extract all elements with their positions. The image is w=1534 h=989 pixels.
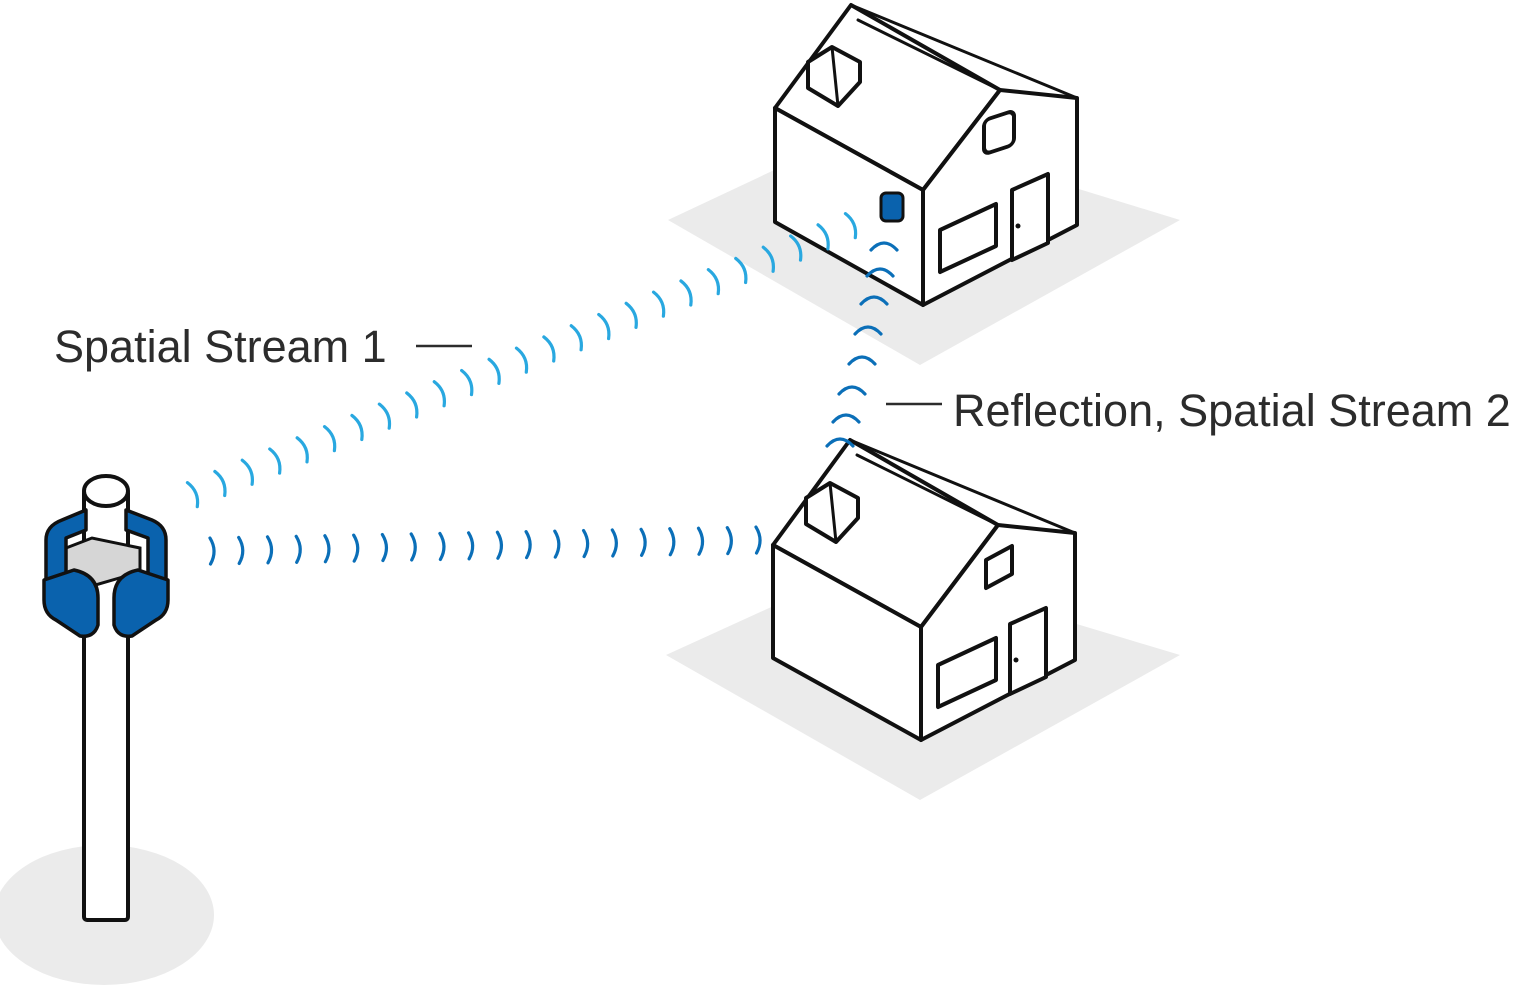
wave-arc (208, 536, 216, 566)
spatial-stream-1-label: Spatial Stream 1 (54, 321, 387, 372)
spatial-stream-2-direct-waves (208, 525, 762, 566)
wave-arc (495, 530, 504, 560)
wave-arc (754, 525, 762, 555)
wave-arc (409, 532, 417, 562)
reflection-spatial-stream-2-label: Reflection, Spatial Stream 2 (953, 385, 1511, 436)
wave-arc (268, 447, 282, 475)
wave-arc (240, 458, 255, 486)
wave-arc (569, 324, 584, 352)
wave-arc (825, 437, 855, 448)
wave-arc (679, 279, 693, 307)
wave-arc (869, 241, 899, 252)
wave-arc (624, 301, 638, 329)
wave-arc (668, 527, 676, 557)
wave-arc (706, 268, 721, 296)
wave-arc (265, 535, 274, 565)
wave-arc (853, 325, 883, 336)
wave-arc (816, 223, 830, 251)
wave-arc (789, 234, 803, 262)
wave-arc (865, 267, 895, 278)
wave-arc (432, 380, 447, 408)
reflection-waves (825, 241, 899, 448)
wave-arc (553, 529, 561, 559)
wave-arc (639, 527, 647, 557)
wave-arc (295, 436, 309, 464)
wave-arc (294, 534, 302, 564)
wave-arc (322, 425, 337, 453)
wave-arc (213, 469, 227, 498)
bottom-house-icon (771, 438, 1077, 742)
wave-arc (487, 357, 501, 385)
wave-arc (843, 212, 858, 240)
wave-arc (377, 402, 392, 430)
wave-arc (352, 533, 360, 563)
wave-arc (734, 256, 748, 285)
wave-arc (514, 346, 529, 374)
wave-arc (837, 385, 867, 396)
wave-arc (350, 413, 364, 442)
wave-arc (581, 528, 590, 559)
wave-arc (725, 526, 733, 556)
wave-arc (847, 355, 877, 366)
wave-arc (185, 481, 200, 509)
cpe-receiver-icon (879, 191, 905, 223)
wave-arc (405, 391, 419, 419)
wave-arc (610, 528, 618, 558)
wave-arc (438, 531, 446, 562)
spatial-stream-1-waves (185, 212, 858, 509)
wave-arc (237, 535, 245, 566)
wave-arc (460, 368, 474, 397)
wave-arc (597, 312, 611, 341)
wave-arc (542, 335, 556, 363)
wave-arc (466, 531, 475, 561)
wave-arc (696, 526, 705, 556)
top-house-icon (773, 3, 1079, 307)
wave-arc (859, 295, 889, 306)
wave-arc (761, 245, 776, 273)
wave-arc (831, 413, 861, 424)
sector-antenna-icon (42, 508, 170, 639)
wave-arc (380, 532, 389, 563)
wave-arc (323, 534, 331, 564)
wave-arc (524, 530, 532, 560)
wave-arc (651, 290, 666, 318)
